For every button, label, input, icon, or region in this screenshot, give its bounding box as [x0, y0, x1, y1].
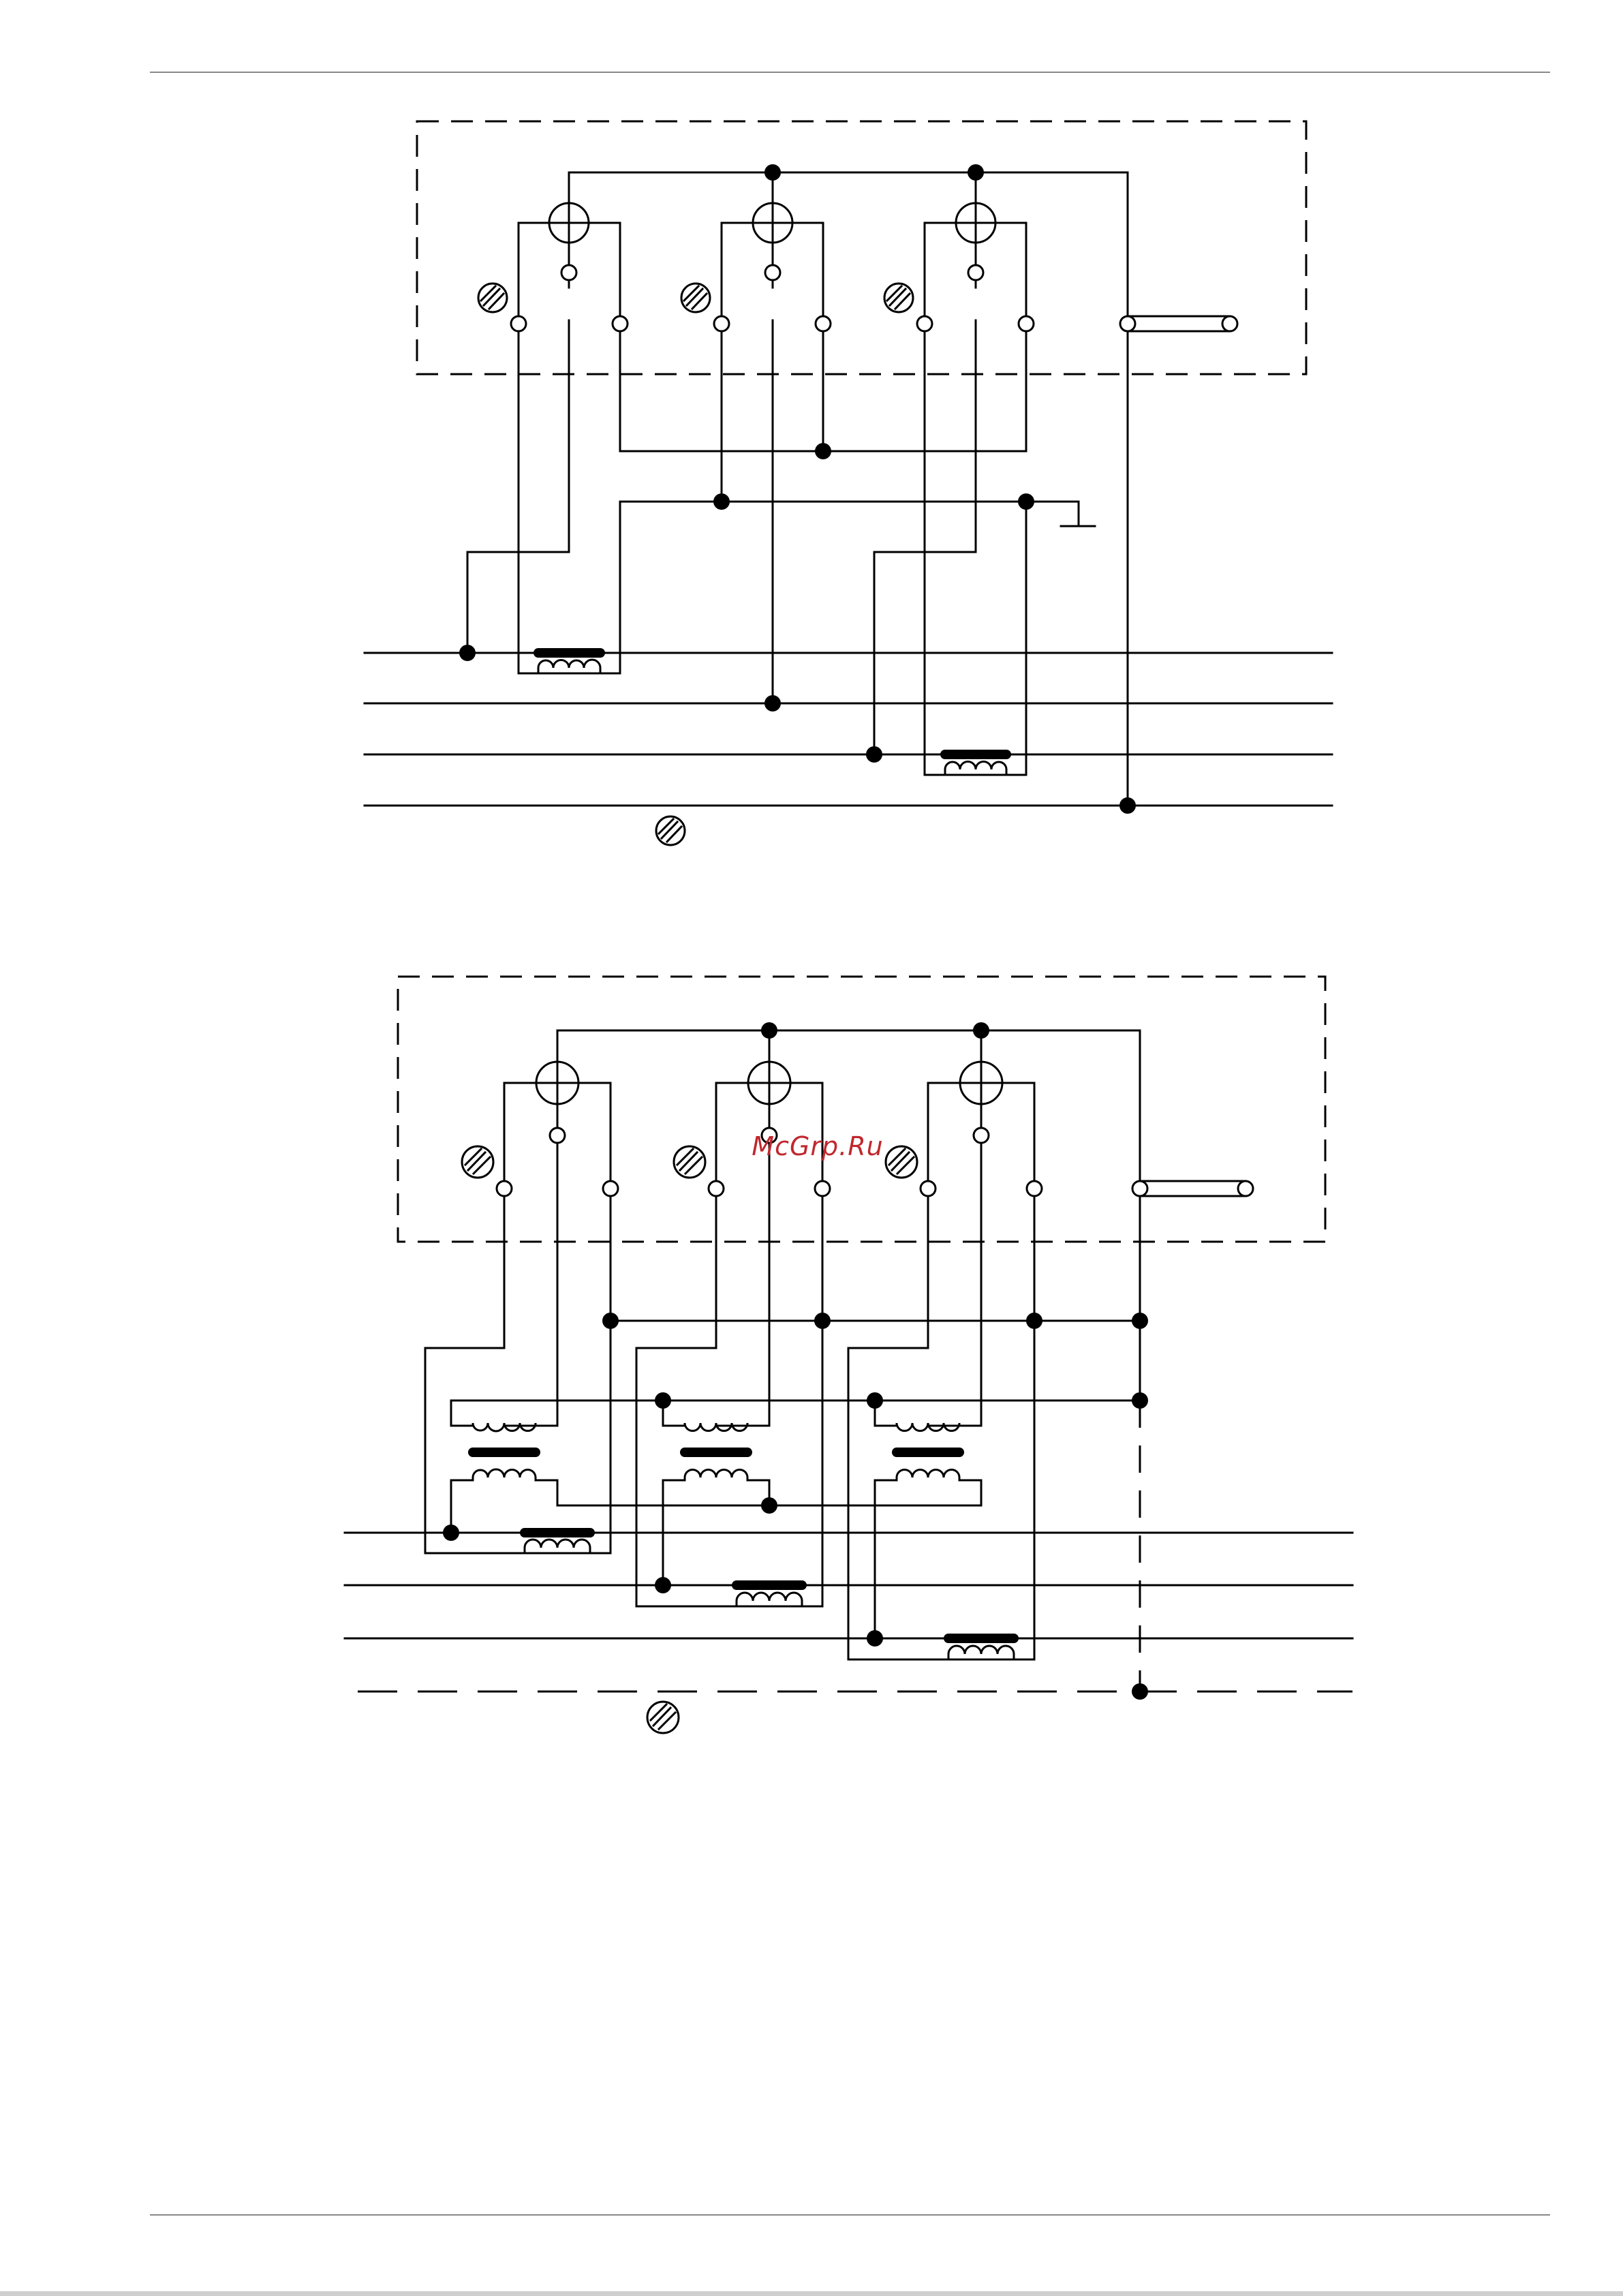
lower-voltage-transformer-2: [685, 1423, 747, 1480]
seal-icon: [647, 1702, 679, 1733]
upper-current-transformer-1: [538, 653, 600, 673]
upper-meter-element-2: [681, 203, 831, 331]
lower-current-transformer-1: [525, 1533, 590, 1553]
pull-direction-icon: [462, 1146, 493, 1178]
cable-lead-icon: [1120, 316, 1237, 331]
lower-meter-element-1: [462, 1062, 618, 1196]
pull-direction-icon: [478, 284, 507, 312]
upper-meter-element-3: [884, 203, 1034, 331]
page-bottom-band: [0, 2291, 1623, 2296]
pull-direction-icon: [884, 284, 913, 312]
lower-voltage-common-wire: [557, 1030, 1140, 1188]
lower-voltage-transformer-1: [473, 1423, 536, 1480]
upper-ground-wire: [620, 502, 1079, 525]
lower-meter-enclosure: [398, 977, 1325, 1242]
lower-voltage-transformer-3: [897, 1423, 959, 1480]
lower-current-transformer-3: [948, 1638, 1014, 1659]
seal-icon: [656, 816, 685, 845]
upper-current-transformer-3: [945, 754, 1006, 775]
upper-meter-enclosure: [417, 121, 1306, 374]
lower-meter-element-3: [886, 1062, 1042, 1196]
lower-diagram: [345, 977, 1352, 1733]
pull-direction-icon: [681, 284, 710, 312]
watermark: McGrp.Ru: [715, 1131, 920, 1161]
cable-lead-icon: [1132, 1181, 1253, 1196]
upper-diagram: [365, 121, 1332, 845]
pull-direction-icon: [674, 1146, 705, 1178]
upper-voltage-common-wire: [569, 172, 1128, 806]
lower-current-transformer-2: [737, 1585, 802, 1606]
upper-meter-element-1: [478, 203, 628, 331]
lower-meter-element-2: [674, 1062, 830, 1196]
